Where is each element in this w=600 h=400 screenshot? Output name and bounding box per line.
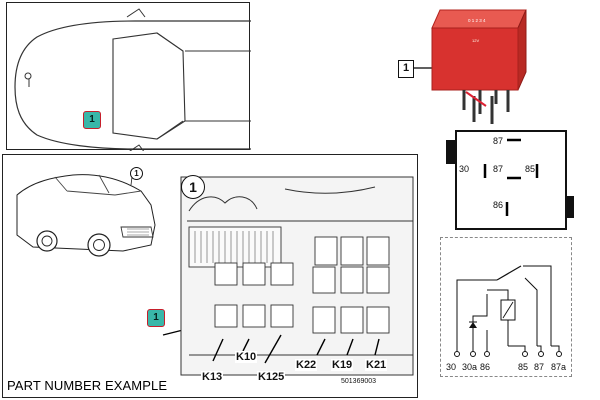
relay-illustration: 0 1 2 3 4 12V bbox=[414, 9, 527, 124]
fusebox-panel: 1 1 1 K13 K10 K125 K22 K19 K21 501 bbox=[2, 154, 418, 398]
circled-marker-fusebox: 1 bbox=[181, 175, 205, 199]
pinout-clip-right bbox=[566, 196, 574, 218]
slot-label-k19: K19 bbox=[331, 359, 354, 371]
relay-pinout-panel: 87 30 87 85 86 bbox=[455, 130, 567, 230]
car-side-view-drawing bbox=[16, 168, 245, 336]
diagram-code: 501369003 bbox=[341, 378, 377, 385]
svg-text:12V: 12V bbox=[472, 38, 479, 43]
schematic-terminal-87: 87 bbox=[534, 362, 545, 372]
relay-callout-label: 1 bbox=[398, 60, 414, 78]
relay-schematic-drawing bbox=[454, 265, 562, 357]
relay-schematic-panel: 30 30a 86 85 87 87a bbox=[440, 237, 572, 377]
pin-label-87-center: 87 bbox=[493, 164, 504, 174]
schematic-terminal-85: 85 bbox=[518, 362, 529, 372]
slot-label-k21: K21 bbox=[365, 359, 388, 371]
pin-label-86: 86 bbox=[493, 200, 504, 210]
schematic-terminal-30: 30 bbox=[446, 362, 457, 372]
pinout-clip-left bbox=[446, 140, 456, 164]
slot-label-k13: K13 bbox=[201, 371, 224, 383]
callout-badge-car-top: 1 bbox=[83, 111, 101, 129]
slot-label-k10: K10 bbox=[235, 351, 258, 363]
circled-marker-car-side: 1 bbox=[130, 167, 143, 180]
fusebox-drawing bbox=[180, 176, 414, 376]
pin-label-85: 85 bbox=[525, 164, 536, 174]
svg-text:0 1 2 3 4: 0 1 2 3 4 bbox=[468, 18, 486, 23]
schematic-terminal-30a: 30a bbox=[462, 362, 478, 372]
callout-badge-fusebox: 1 bbox=[147, 309, 165, 327]
car-top-view-drawing bbox=[14, 8, 251, 151]
pin-label-87-top: 87 bbox=[493, 136, 504, 146]
schematic-terminal-86: 86 bbox=[480, 362, 491, 372]
slot-label-k125: K125 bbox=[257, 371, 286, 383]
pin-label-30: 30 bbox=[459, 164, 470, 174]
page-caption: PART NUMBER EXAMPLE bbox=[4, 378, 171, 393]
pinout-drawing bbox=[483, 138, 539, 216]
schematic-terminal-87a: 87a bbox=[551, 362, 567, 372]
car-top-view-panel: 1 bbox=[6, 2, 251, 151]
slot-label-k22: K22 bbox=[295, 359, 318, 371]
